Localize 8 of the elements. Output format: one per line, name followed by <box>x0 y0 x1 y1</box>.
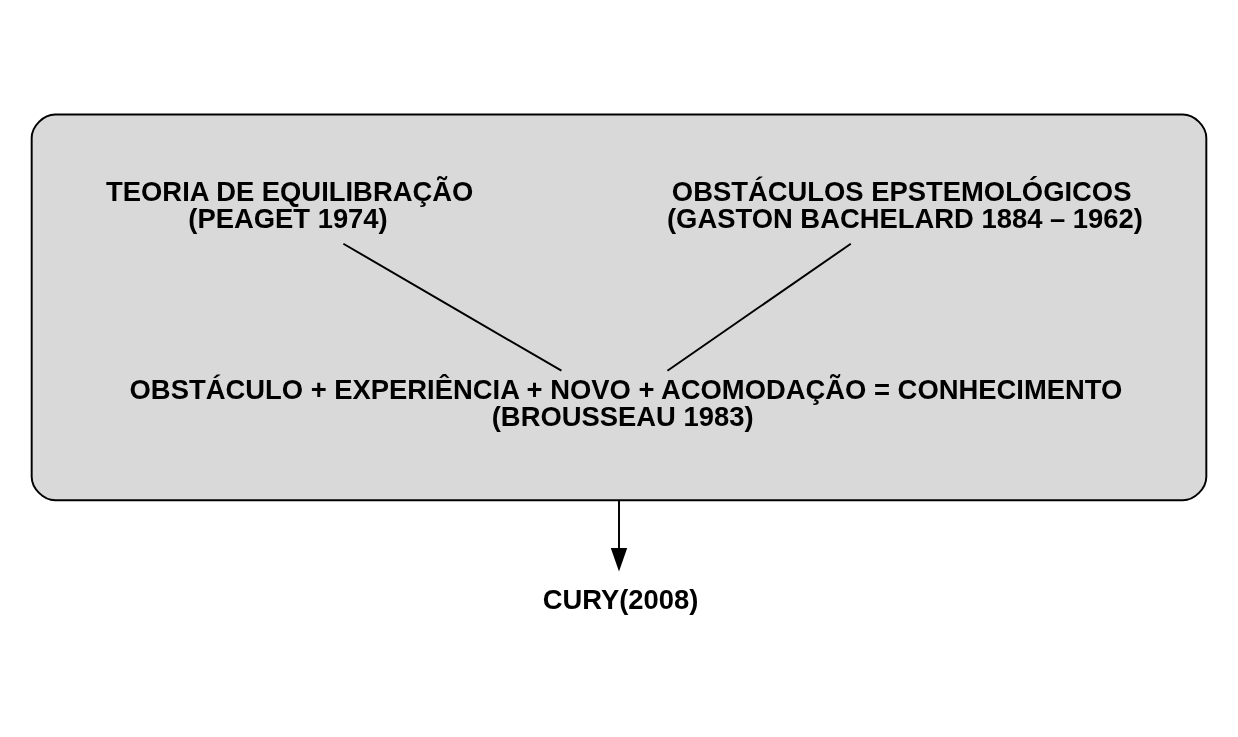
node-text: OBSTÁCULOS EPSTEMOLÓGICOS (GASTON BACHELARD 1884 – 1962) <box>666 175 1143 234</box>
arrow <box>610 498 628 572</box>
node-text: OBSTÁCULO + EXPERIÊNCIA + NOVO + ACOMODAÇÃO = CONHECIMENTO (BROUSSEAU 1983) <box>129 373 1123 432</box>
connector <box>342 242 563 372</box>
cluster <box>30 113 1208 501</box>
node-text: CURY(2008) <box>542 583 699 615</box>
node-text: TEORIA DE EQUILIBRAÇÃO (PEAGET 1974) <box>106 175 474 234</box>
connector <box>666 242 852 372</box>
